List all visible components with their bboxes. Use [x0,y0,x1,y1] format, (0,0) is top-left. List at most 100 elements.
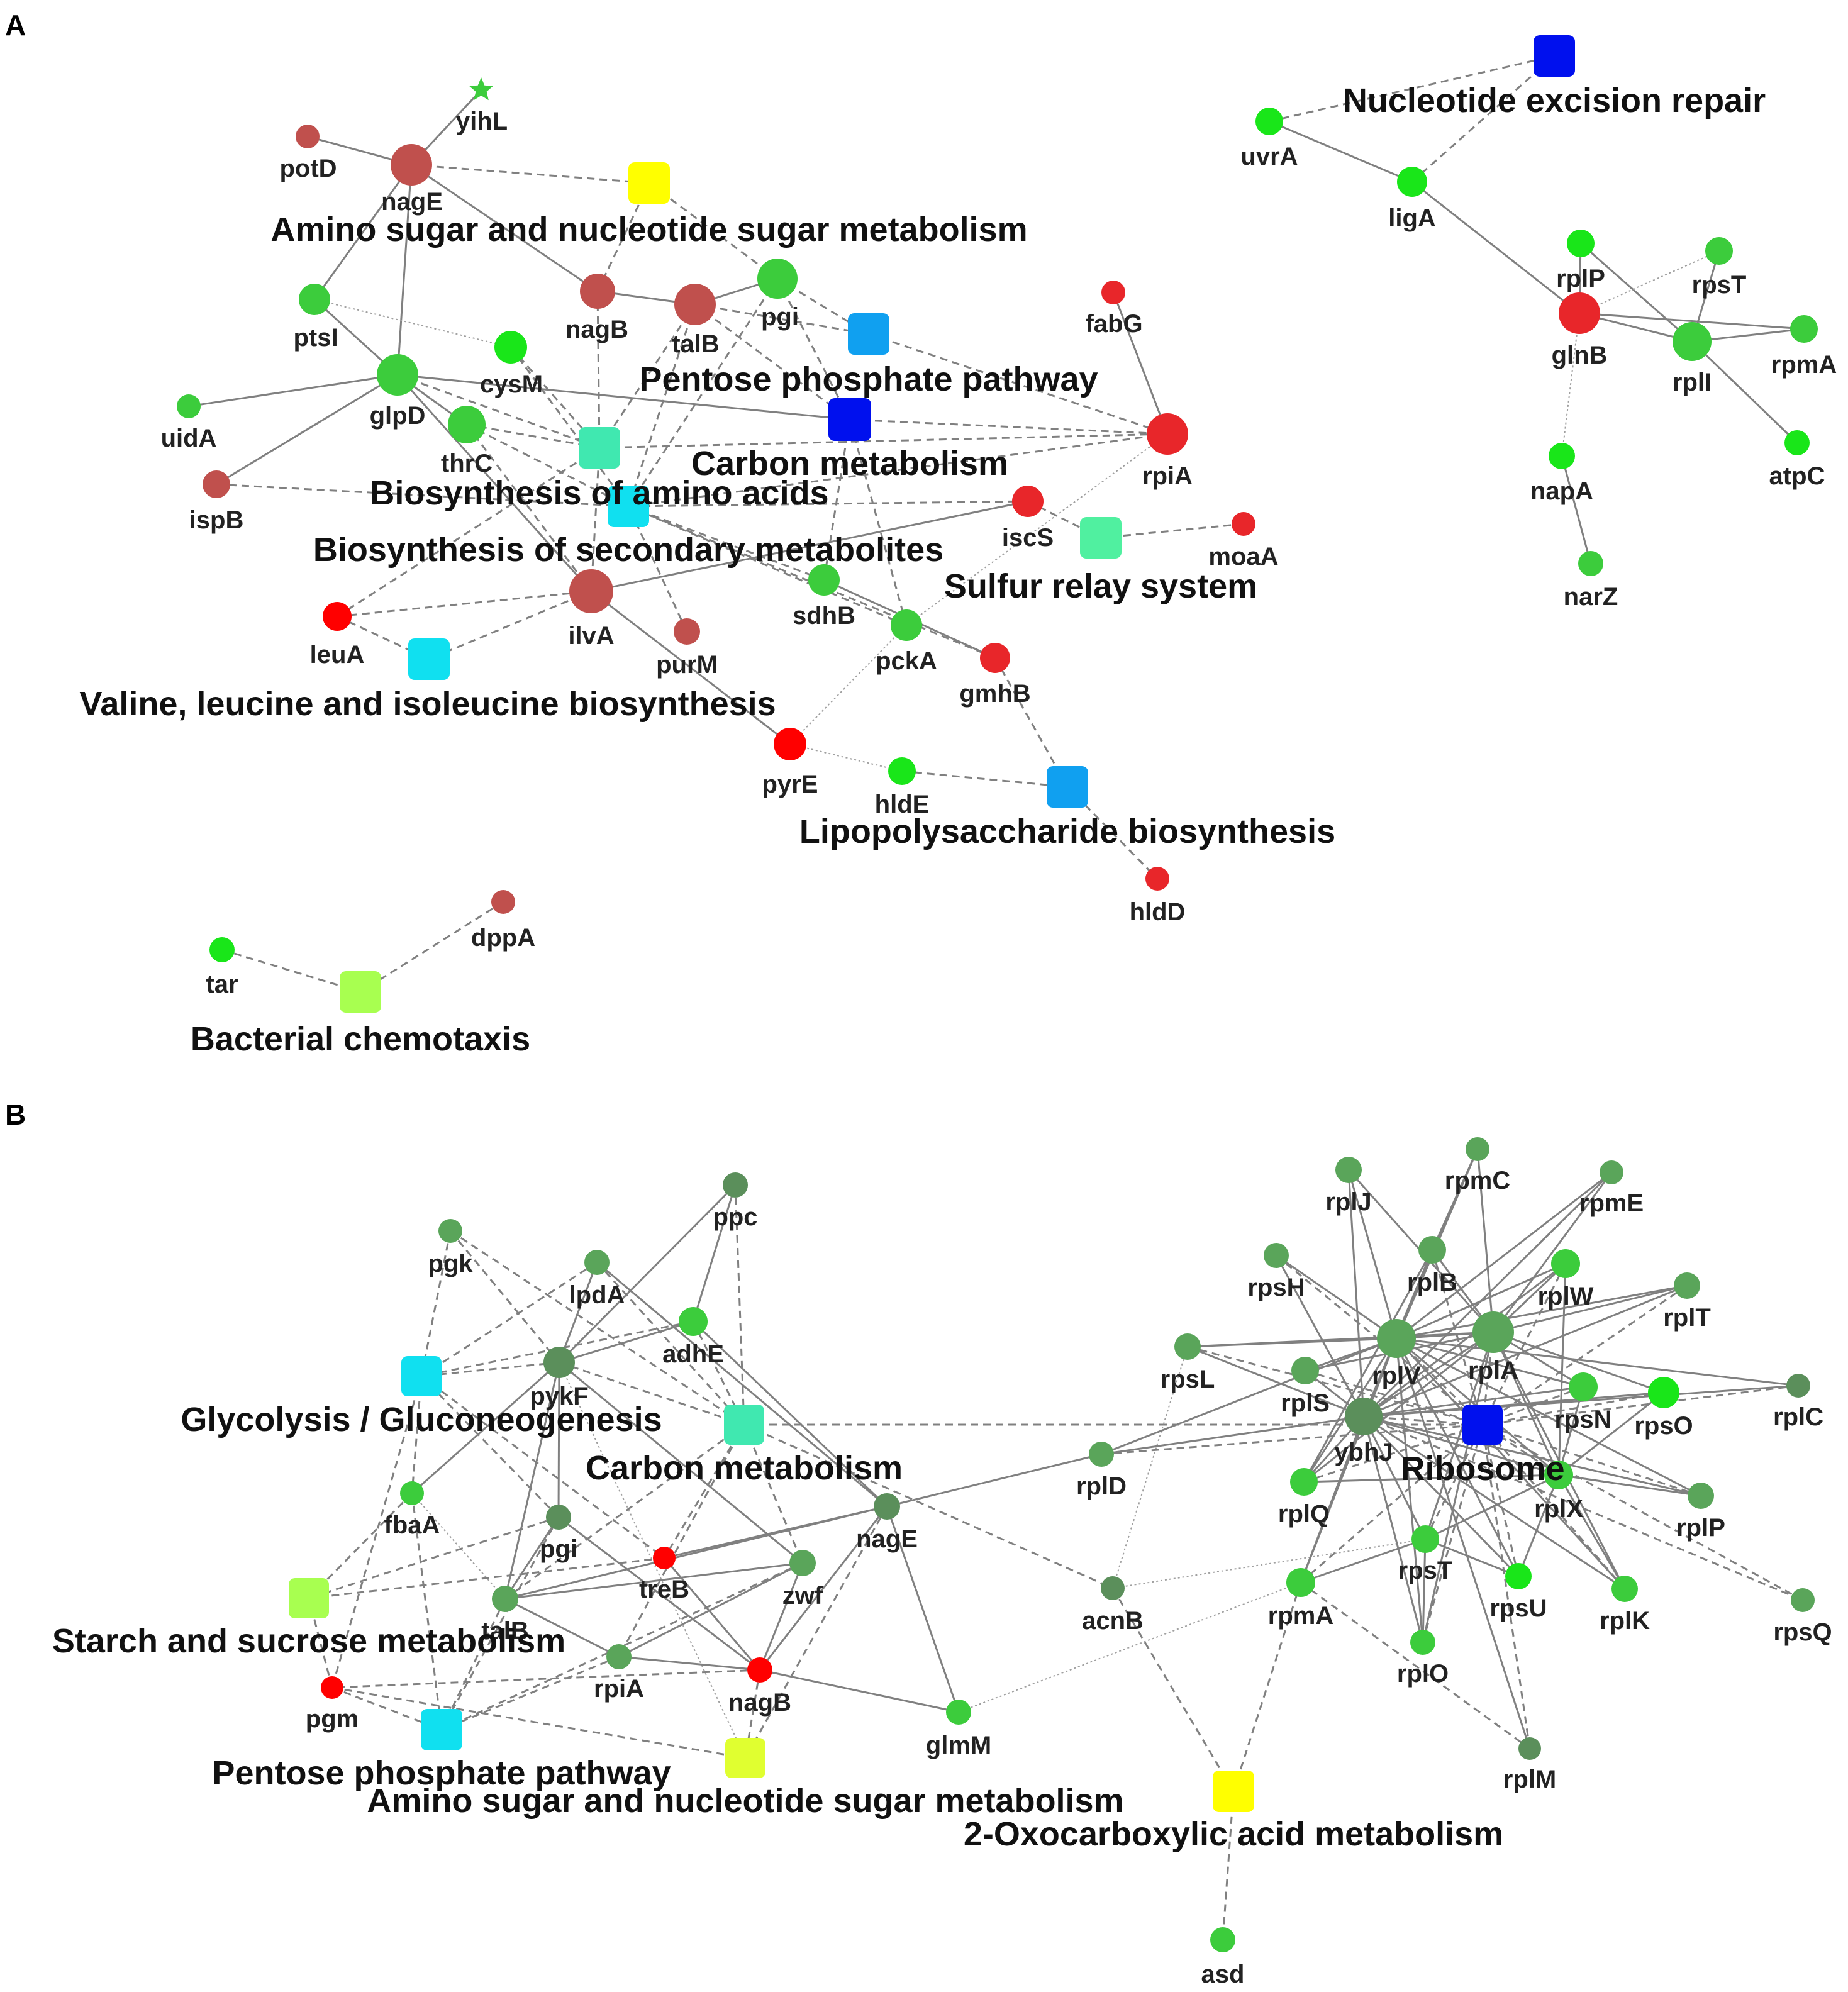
gene-node-pgm[interactable] [321,1676,343,1699]
gene-node-zwf[interactable] [789,1550,816,1576]
gene-node-dppA[interactable] [491,890,515,914]
pathway-node-biosyn_aa[interactable] [579,427,620,469]
gene-node-uidA[interactable] [177,394,201,418]
pathway-node-valine[interactable] [408,638,450,680]
gene-node-rplV[interactable] [1377,1319,1416,1358]
gene-node-fbaA[interactable] [400,1481,424,1505]
gene-node-talB[interactable] [674,284,716,325]
edge-rpsN-ybhJ [1363,1386,1584,1418]
gene-node-rplC[interactable] [1786,1374,1810,1398]
gene-node-atpC[interactable] [1784,430,1810,455]
edge-rpiA-biosyn_sec [628,433,1168,508]
gene-node-asd[interactable] [1210,1927,1235,1952]
gene-node-nagB[interactable] [580,274,615,309]
gene-node-rplQ[interactable] [1290,1468,1318,1496]
gene-node-pgi[interactable] [546,1505,571,1530]
gene-node-lpdA[interactable] [584,1250,610,1275]
gene-node-fabG[interactable] [1101,281,1125,304]
gene-node-rplX[interactable] [1544,1461,1573,1489]
gene-node-hldE[interactable] [888,757,916,785]
gene-node-rpmA[interactable] [1790,315,1818,343]
gene-node-thrC[interactable] [448,406,486,443]
gene-node-pgk[interactable] [438,1219,462,1243]
pathway-node-lps[interactable] [1047,766,1088,808]
gene-node-rpmC[interactable] [1466,1137,1489,1161]
gene-node-pckA[interactable] [891,609,922,641]
gene-node-leuA[interactable] [323,602,352,631]
gene-node-rpmE[interactable] [1600,1160,1623,1184]
pathway-node-ribosome[interactable] [1462,1405,1503,1445]
pathway-node-starch[interactable] [289,1578,329,1618]
gene-node-rpsH[interactable] [1264,1243,1289,1268]
gene-node-ptsI[interactable] [299,284,330,315]
gene-node-pykF[interactable] [543,1347,575,1378]
gene-node-gmhB[interactable] [980,643,1010,673]
gene-node-potD[interactable] [296,125,320,148]
gene-node-rplT[interactable] [1674,1272,1700,1299]
pathway-node-biosyn_sec[interactable] [608,486,649,527]
gene-node-tar[interactable] [209,937,235,962]
gene-node-rplS[interactable] [1291,1357,1319,1384]
gene-node-purM[interactable] [674,618,700,645]
gene-node-ybhJ[interactable] [1345,1398,1383,1435]
gene-node-ilvA[interactable] [569,569,613,613]
gene-node-hldD[interactable] [1145,867,1169,891]
gene-node-glpD[interactable] [377,354,418,396]
pathway-node-carbon[interactable] [724,1405,764,1445]
gene-node-rpsN[interactable] [1569,1372,1598,1401]
gene-node-rplP[interactable] [1567,230,1595,257]
pathway-node-amino_sugar[interactable] [725,1738,765,1778]
pathway-node-amino_sugar[interactable] [628,162,670,204]
pathway-node-sulfur[interactable] [1080,517,1122,559]
gene-node-glmM[interactable] [946,1700,971,1725]
gene-node-rplM[interactable] [1518,1737,1541,1760]
pathway-node-ner[interactable] [1534,35,1575,77]
gene-node-pyrE[interactable] [774,728,806,760]
gene-node-acnB[interactable] [1101,1576,1125,1600]
pathway-node-carbon[interactable] [828,398,871,441]
gene-node-nagB[interactable] [747,1657,772,1683]
pathway-node-pentose[interactable] [421,1709,462,1750]
gene-node-rplO[interactable] [1410,1630,1435,1655]
gene-node-talB[interactable] [492,1586,518,1612]
gene-node-rpsQ[interactable] [1791,1588,1815,1612]
pathway-node-oxo[interactable] [1213,1771,1254,1812]
gene-node-ppc[interactable] [723,1172,748,1198]
gene-node-pgi[interactable] [757,259,798,299]
gene-node-adhE[interactable] [679,1307,708,1336]
gene-node-rplD[interactable] [1089,1442,1114,1467]
gene-node-nagE[interactable] [391,144,432,186]
gene-node-rplA[interactable] [1472,1311,1514,1353]
gene-node-rpsL[interactable] [1174,1333,1201,1360]
gene-node-nagE[interactable] [874,1493,900,1520]
gene-node-ispB[interactable] [203,470,230,498]
gene-node-rpiA[interactable] [1147,413,1188,455]
gene-node-rplB[interactable] [1418,1236,1446,1264]
gene-node-rplK[interactable] [1611,1576,1638,1602]
gene-node-rplW[interactable] [1551,1249,1580,1278]
gene-node-napA[interactable] [1549,443,1575,469]
gene-node-rpsT[interactable] [1411,1525,1439,1553]
gene-node-glnB[interactable] [1559,292,1600,334]
pathway-node-pentose[interactable] [848,313,889,355]
gene-node-yihL-star-icon[interactable] [469,77,493,101]
gene-node-moaA[interactable] [1232,512,1255,536]
gene-node-rpsO[interactable] [1648,1377,1679,1408]
edge-napA-narZ [1561,455,1592,564]
gene-node-ligA[interactable] [1397,167,1427,197]
gene-node-rpiA[interactable] [606,1644,632,1669]
gene-node-rplJ[interactable] [1335,1157,1362,1183]
gene-node-narZ[interactable] [1578,551,1603,576]
gene-node-sdhB[interactable] [808,564,840,596]
gene-node-uvrA[interactable] [1255,108,1283,135]
gene-node-rpsT[interactable] [1705,237,1733,265]
gene-node-rplI[interactable] [1673,322,1712,361]
pathway-node-chemotaxis[interactable] [340,971,381,1013]
gene-node-rplP[interactable] [1688,1483,1714,1509]
gene-node-treB[interactable] [653,1547,676,1569]
pathway-node-glycolysis[interactable] [401,1356,442,1396]
gene-node-rpsU[interactable] [1505,1563,1532,1589]
gene-node-cysM[interactable] [494,331,527,364]
gene-node-rpmA[interactable] [1286,1568,1315,1597]
gene-node-iscS[interactable] [1012,486,1044,517]
